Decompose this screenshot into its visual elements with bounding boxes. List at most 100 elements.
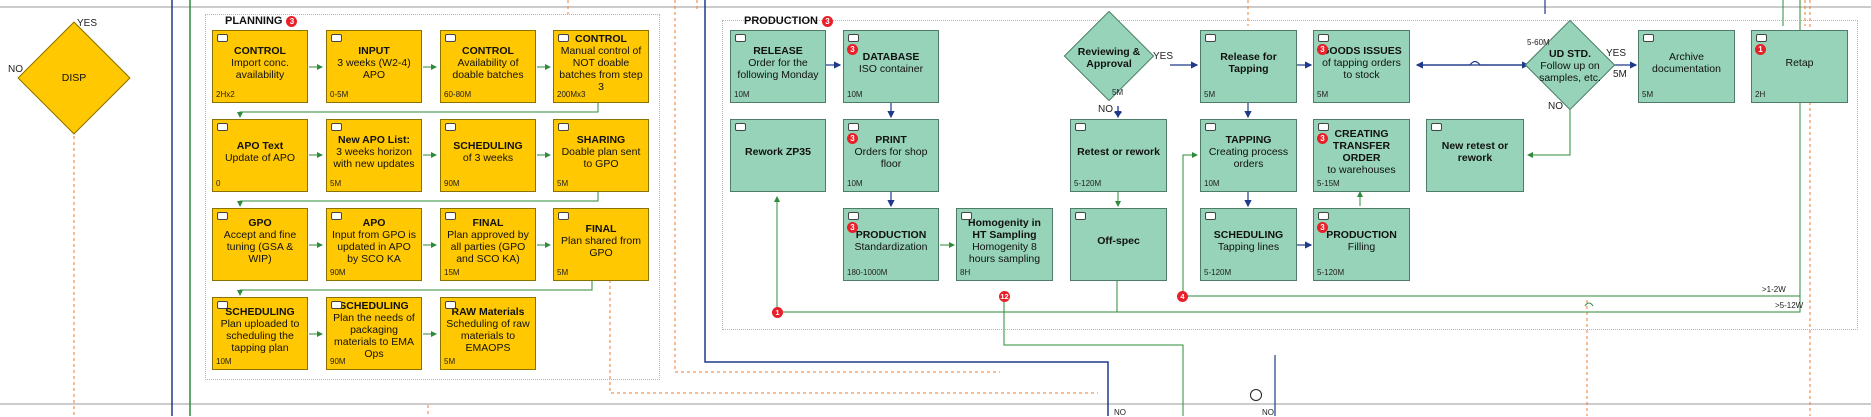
planning-step-text: Plan uploaded to scheduling the tapping … bbox=[220, 318, 300, 354]
tapping-title: TAPPING bbox=[1225, 134, 1272, 146]
scheduling-tap-title: SCHEDULING bbox=[1213, 229, 1284, 241]
disp-yes-label: YES bbox=[77, 18, 98, 29]
database-text: ISO container bbox=[858, 63, 924, 75]
box-icon bbox=[331, 123, 342, 131]
planning-step-title: APO Text bbox=[236, 140, 284, 152]
reviewing-no-arrow bbox=[1114, 106, 1122, 117]
box-icon bbox=[1756, 34, 1767, 42]
creating-transfer-title: CREATING TRANSFER ORDER bbox=[1332, 128, 1391, 164]
planning-step-title: CONTROL bbox=[462, 45, 514, 57]
planning-step-text: Availability of doable batches bbox=[452, 57, 524, 81]
planning-step-box[interactable]: New APO List:3 weeks horizon with new up… bbox=[326, 119, 422, 192]
box-icon bbox=[735, 123, 746, 131]
database-badge: 3 bbox=[847, 44, 858, 55]
box-icon bbox=[331, 34, 342, 42]
reviewing-label: Reviewing & Approval bbox=[1077, 46, 1141, 70]
retap-time: 2H bbox=[1755, 90, 1766, 99]
archive-text: Archive documentation bbox=[1652, 51, 1721, 75]
production-fill-text: Filling bbox=[1347, 241, 1376, 253]
tapping-box[interactable]: TAPPING Creating process orders 10M bbox=[1200, 119, 1297, 192]
planning-step-text: 3 weeks (W2-4) APO bbox=[337, 57, 411, 81]
label-5-12w: >5-12W bbox=[1775, 301, 1804, 310]
reviewing-time: 5M bbox=[1112, 88, 1124, 97]
tapping-text: Creating process orders bbox=[1208, 146, 1289, 170]
box-icon bbox=[848, 34, 859, 42]
database-box[interactable]: 3 DATABASE ISO container 10M bbox=[843, 30, 939, 103]
release-for-tapping-box[interactable]: Release for Tapping 5M bbox=[1200, 30, 1297, 103]
planning-step-time: 0 bbox=[216, 179, 221, 188]
planning-step-time: 0-5M bbox=[330, 90, 349, 99]
goods-issues-time: 5M bbox=[1317, 90, 1329, 99]
goods-issues-badge: 3 bbox=[1317, 44, 1328, 55]
production-standardization-box[interactable]: 3 PRODUCTION Standardization 180-1000M bbox=[843, 208, 939, 281]
box-icon bbox=[558, 212, 569, 220]
planning-step-text: Manual control of NOT doable batches fro… bbox=[559, 45, 643, 93]
box-icon bbox=[1431, 123, 1442, 131]
print-box[interactable]: 3 PRINT Orders for shop floor 10M bbox=[843, 119, 939, 192]
box-icon bbox=[558, 34, 569, 42]
release-box[interactable]: RELEASE Order for the following Monday 1… bbox=[730, 30, 826, 103]
release-time: 10M bbox=[734, 90, 750, 99]
release-tapping-title: Release for Tapping bbox=[1220, 51, 1277, 75]
planning-step-text: Plan approved by all parties (GPO and SC… bbox=[447, 229, 529, 265]
creating-transfer-text: to warehouses bbox=[1327, 164, 1396, 176]
planning-step-time: 60-80M bbox=[444, 90, 472, 99]
box-icon bbox=[1318, 123, 1329, 131]
planning-step-text: Plan the needs of packaging materials to… bbox=[333, 312, 415, 360]
disp-label: DISP bbox=[61, 72, 87, 84]
disp-no-label: NO bbox=[8, 64, 23, 75]
release-text: Order for the following Monday bbox=[737, 57, 819, 81]
release-title: RELEASE bbox=[753, 45, 803, 57]
new-retest-box[interactable]: New retest or rework bbox=[1426, 119, 1524, 192]
planning-step-text: 3 weeks horizon with new updates bbox=[333, 146, 415, 170]
retap-text: Retap bbox=[1785, 57, 1814, 69]
planning-step-title: INPUT bbox=[358, 45, 390, 57]
planning-step-time: 5M bbox=[557, 179, 569, 188]
box-icon bbox=[848, 212, 859, 220]
label-1-2w: >1-2W bbox=[1762, 285, 1786, 294]
planning-step-title: SCHEDULING bbox=[453, 140, 523, 152]
offspec-box[interactable]: Off-spec bbox=[1070, 208, 1167, 281]
planning-step-time: 90M bbox=[444, 179, 460, 188]
box-icon bbox=[1205, 212, 1216, 220]
production-std-badge: 3 bbox=[847, 222, 858, 233]
production-filling-box[interactable]: 3 PRODUCTION Filling 5-120M bbox=[1313, 208, 1410, 281]
planning-step-title: FINAL bbox=[472, 217, 504, 229]
box-icon bbox=[735, 34, 746, 42]
retest-box[interactable]: Retest or rework 5-120M bbox=[1070, 119, 1167, 192]
homogenity-box[interactable]: Homogenity in HT Sampling Homogenity 8 h… bbox=[956, 208, 1053, 281]
homogenity-title: Homogenity in HT Sampling bbox=[968, 217, 1041, 241]
retap-box[interactable]: 1 Retap 2H bbox=[1751, 30, 1848, 103]
ud-std-no-label: NO bbox=[1548, 101, 1563, 112]
planning-step-text: Doable plan sent to GPO bbox=[561, 146, 641, 170]
planning-step-time: 2Hx2 bbox=[216, 90, 235, 99]
planning-step-time: 90M bbox=[330, 357, 346, 366]
creating-transfer-order-box[interactable]: 3 CREATING TRANSFER ORDER to warehouses … bbox=[1313, 119, 1410, 192]
rework-box[interactable]: Rework ZP35 bbox=[730, 119, 826, 192]
planning-step-time: 15M bbox=[444, 268, 460, 277]
box-icon bbox=[1205, 123, 1216, 131]
planning-step-text: Import conc. availability bbox=[231, 57, 289, 81]
scheduling-tapping-box[interactable]: SCHEDULING Tapping lines 5-120M bbox=[1200, 208, 1297, 281]
planning-step-text: Update of APO bbox=[224, 152, 296, 164]
archive-box[interactable]: Archive documentation 5M bbox=[1638, 30, 1735, 103]
goods-issues-box[interactable]: 3 GOODS ISSUES of tapping orders to stoc… bbox=[1313, 30, 1410, 103]
production-fill-title: PRODUCTION bbox=[1326, 229, 1397, 241]
planning-step-title: SHARING bbox=[576, 134, 626, 146]
planning-step-time: 5M bbox=[330, 179, 342, 188]
